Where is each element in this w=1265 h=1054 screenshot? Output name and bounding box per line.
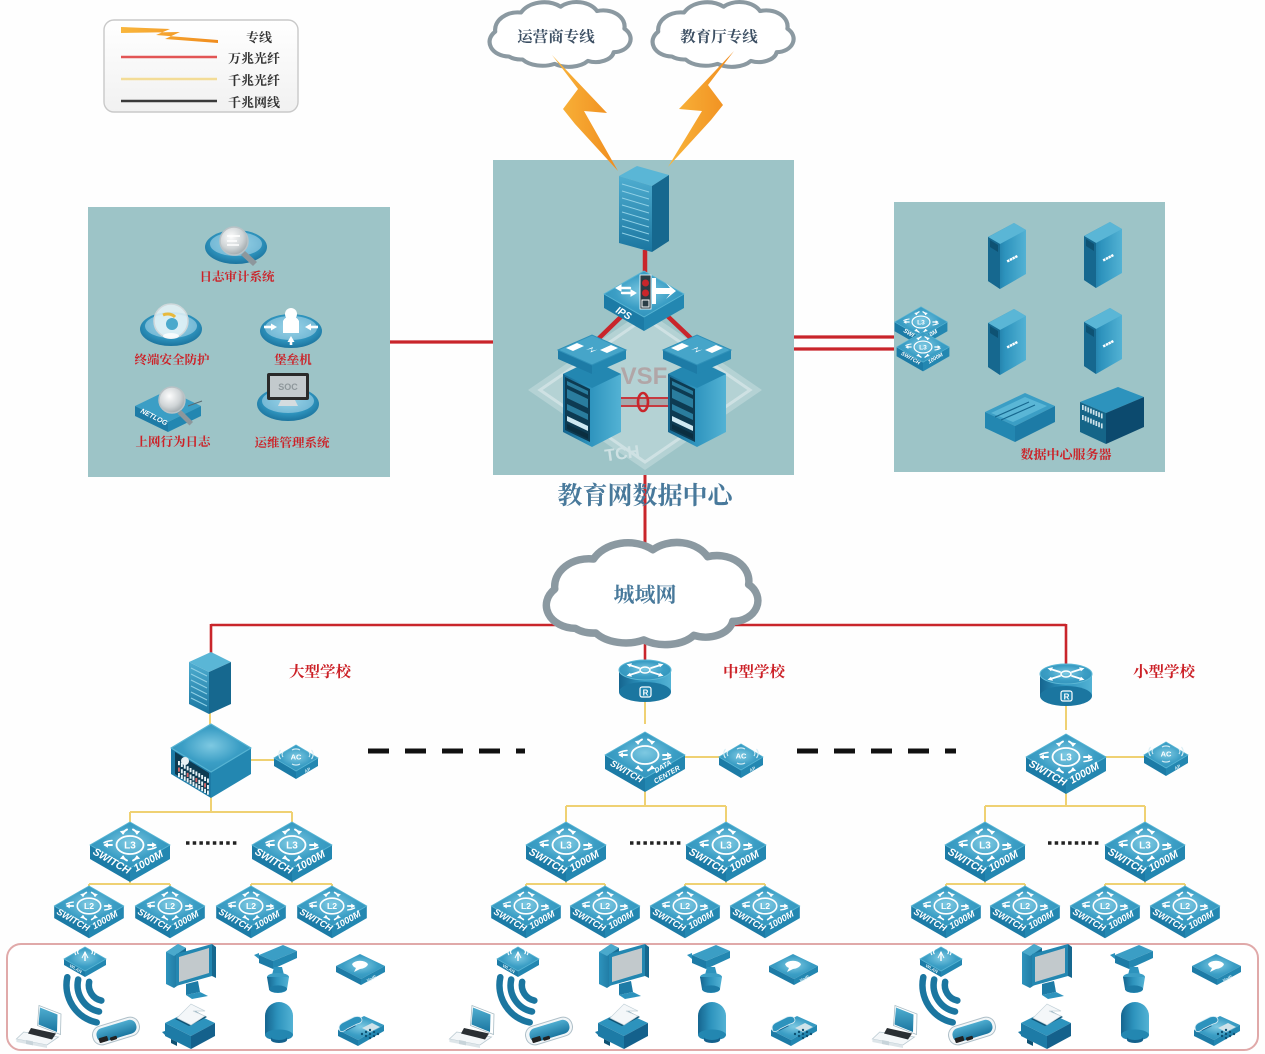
svg-text:L3: L3 (560, 840, 572, 851)
svg-text:L2: L2 (760, 901, 770, 911)
svg-text:L3: L3 (1139, 840, 1151, 851)
svg-text:L2: L2 (941, 901, 951, 911)
svg-text:L3: L3 (124, 840, 136, 851)
svg-text:L2: L2 (521, 901, 531, 911)
svg-text:L2: L2 (1180, 901, 1190, 911)
svg-text:L3: L3 (919, 344, 927, 351)
svg-text:0M: 0M (929, 328, 940, 338)
svg-text:L3: L3 (979, 840, 991, 851)
svg-text:L3: L3 (917, 319, 925, 326)
svg-text:TCH: TCH (604, 442, 641, 466)
svg-text:L2: L2 (680, 901, 690, 911)
svg-text:VSF: VSF (621, 363, 668, 390)
svg-text:L2: L2 (1100, 901, 1110, 911)
svg-text:L2: L2 (327, 901, 337, 911)
svg-text:L3: L3 (720, 840, 732, 851)
svg-text:L2: L2 (1020, 901, 1030, 911)
svg-text:L3: L3 (286, 840, 298, 851)
svg-text:L2: L2 (246, 901, 256, 911)
svg-text:L2: L2 (165, 901, 175, 911)
svg-text:L2: L2 (600, 901, 610, 911)
svg-text:L2: L2 (84, 901, 94, 911)
svg-text:SOC: SOC (278, 382, 298, 392)
svg-text:L3: L3 (1060, 752, 1072, 763)
svg-text:SWI: SWI (902, 328, 915, 339)
